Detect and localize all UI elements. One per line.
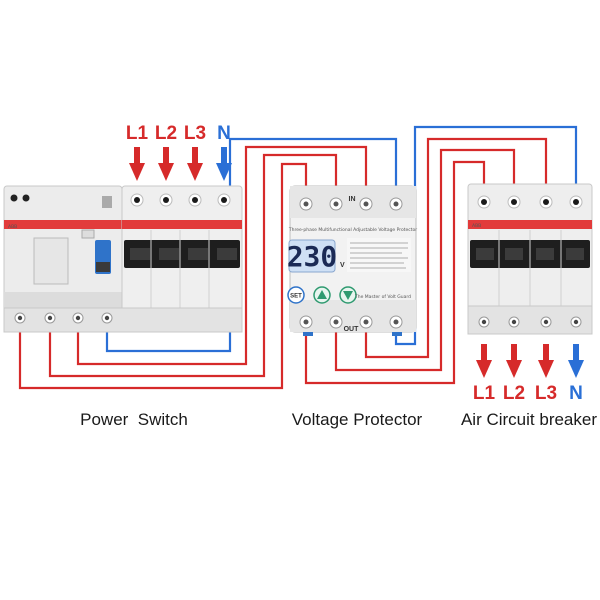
set-button[interactable]: SET (287, 286, 305, 304)
arrow-down-icon (158, 147, 174, 181)
wire-l2-out (334, 148, 516, 372)
arrow-down-icon (476, 344, 492, 378)
top-label-l3: L3 (184, 123, 206, 144)
caption-air-breaker: Air Circuit breaker (461, 410, 597, 429)
bottom-label-l2: L2 (503, 383, 525, 404)
arrow-down-icon (129, 147, 145, 181)
wire-l2-in (48, 153, 338, 378)
triangle-up-icon (317, 290, 327, 299)
svg-text:ABB: ABB (8, 224, 17, 230)
protector-brand: The Master of Volt Guard (354, 294, 411, 300)
in-label: IN (349, 196, 356, 203)
top-label-l2: L2 (155, 123, 177, 144)
arrow-down-icon (216, 147, 232, 181)
arrow-down-icon (506, 344, 522, 378)
caption-power-switch: Power Switch (80, 410, 188, 429)
bottom-label-l3: L3 (535, 383, 557, 404)
lcd-value: 230 (287, 240, 338, 273)
top-phase-inputs: L1 L2 L3 N (126, 123, 232, 181)
arrow-down-icon (187, 147, 203, 181)
protector-header: Three-phase Multifunctional Adjustable V… (288, 227, 417, 233)
air-circuit-breaker: ABB (467, 183, 593, 335)
bottom-label-l1: L1 (473, 383, 496, 404)
triangle-down-icon (343, 291, 353, 300)
arrow-down-icon (568, 344, 584, 378)
lcd-display (288, 239, 336, 273)
power-switch: ABB (3, 185, 243, 333)
wire-l1-out (304, 160, 486, 385)
voltage-protector: IN Three-phase Multifunctional Adjustabl… (287, 185, 417, 336)
bottom-phase-outputs: L1 L2 L3 N (473, 344, 584, 404)
svg-text:ABB: ABB (472, 223, 481, 229)
top-label-l1: L1 (126, 123, 149, 144)
top-label-n: N (217, 123, 231, 144)
down-button[interactable] (339, 286, 357, 304)
wire-l1-in (18, 162, 308, 390)
set-label: SET (290, 294, 302, 300)
lcd-unit: V (340, 262, 345, 269)
bottom-label-n: N (569, 383, 583, 404)
handle-bar (124, 240, 240, 268)
wire-l3-in (76, 145, 368, 366)
wire-l3-out (364, 137, 548, 359)
up-button[interactable] (313, 286, 331, 304)
caption-voltage-protector: Voltage Protector (292, 410, 423, 429)
wires (18, 125, 578, 390)
out-label: OUT (344, 326, 360, 333)
arrow-down-icon (538, 344, 554, 378)
